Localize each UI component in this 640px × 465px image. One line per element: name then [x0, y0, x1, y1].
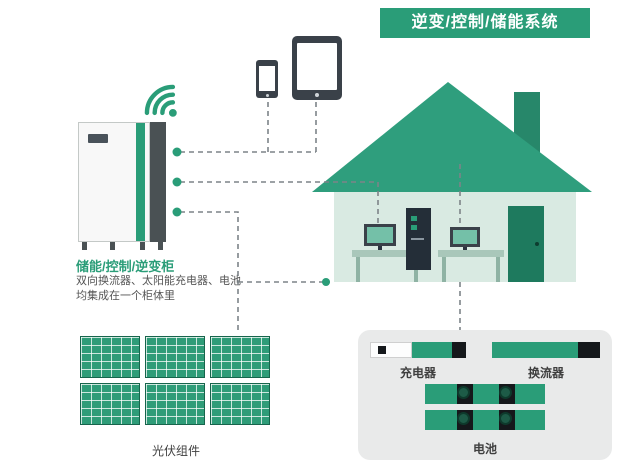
- server-rack: [406, 208, 431, 270]
- cabinet-description-line1: 双向换流器、太阳能充电器、电池: [76, 275, 241, 287]
- smartphone-icon: [256, 60, 278, 98]
- charger-label: 充电器: [399, 366, 436, 380]
- cabinet-green-stripe: [136, 123, 145, 241]
- cabinet-description-line2: 均集成在一个柜体里: [76, 290, 175, 302]
- rack-indicator-icon: [411, 225, 417, 230]
- house-roof-icon: [312, 82, 592, 192]
- charger-indicator-icon: [378, 346, 386, 354]
- battery-module: [425, 410, 545, 430]
- tablet-screen: [297, 43, 337, 90]
- cabinet-front-panel: [78, 122, 150, 242]
- charger-end-cap: [452, 342, 466, 358]
- title-banner: 逆变/控制/储能系统: [380, 8, 590, 38]
- junction-dot: [172, 147, 182, 157]
- dashed-connector: [180, 211, 239, 334]
- battery-terminal-icon: [499, 386, 512, 399]
- inverter-cabinet: [78, 122, 170, 252]
- tablet-home-button-icon: [315, 93, 319, 97]
- charger-body: [370, 342, 412, 358]
- smartphone-home-button-icon: [265, 93, 269, 97]
- roof: [312, 82, 592, 192]
- pv-panel: [80, 336, 140, 378]
- cabinet-side-panel: [150, 122, 166, 242]
- cabinet-description: 双向换流器、太阳能充电器、电池 均集成在一个柜体里: [76, 274, 241, 304]
- rack-slot: [411, 238, 424, 240]
- equipment-box: 充电器 换流器 电池: [358, 330, 612, 460]
- junction-dot: [172, 207, 182, 217]
- rack-indicator-icon: [411, 216, 417, 221]
- house-door: [508, 206, 544, 282]
- battery-terminal-icon: [499, 412, 512, 425]
- battery-terminal-icon: [457, 412, 470, 425]
- cabinet-title: 储能/控制/逆变柜: [76, 259, 175, 274]
- workstation-monitor: [450, 227, 480, 247]
- door-knob-icon: [535, 242, 539, 246]
- cabinet-leg: [158, 242, 163, 250]
- charger-device: [370, 342, 466, 358]
- converter-device: [492, 342, 600, 358]
- junction-dot: [322, 278, 330, 286]
- converter-end-cap: [578, 342, 600, 358]
- pv-panel: [210, 336, 270, 378]
- pv-array-label: 光伏组件: [151, 444, 200, 458]
- desk: [438, 250, 504, 257]
- monitor-stand: [378, 246, 382, 250]
- monitor-stand: [463, 247, 467, 250]
- desk-leg: [496, 257, 500, 282]
- desk-leg: [442, 257, 446, 282]
- converter-body: [492, 342, 578, 358]
- battery-module: [425, 384, 545, 404]
- desk-leg: [356, 257, 360, 282]
- cabinet-leg: [110, 242, 115, 250]
- cabinet-display: [88, 134, 108, 143]
- wifi-icon: [144, 84, 177, 117]
- monitor-screen: [453, 230, 477, 244]
- charger-green-section: [412, 342, 452, 358]
- cabinet-leg: [82, 242, 87, 250]
- tablet-icon: [292, 36, 342, 100]
- monitor-screen: [367, 227, 393, 243]
- pv-panel: [145, 383, 205, 425]
- battery-label: 电池: [472, 442, 497, 456]
- junction-dot: [172, 177, 182, 187]
- pv-panel: [210, 383, 270, 425]
- workstation-monitor: [364, 224, 396, 246]
- pv-panel: [80, 383, 140, 425]
- pv-array: [80, 336, 272, 425]
- smartphone-screen: [259, 66, 275, 91]
- desk: [352, 250, 422, 257]
- cabinet-leg: [140, 242, 145, 250]
- pv-panel: [145, 336, 205, 378]
- battery-terminal-icon: [457, 386, 470, 399]
- converter-label: 换流器: [527, 366, 564, 380]
